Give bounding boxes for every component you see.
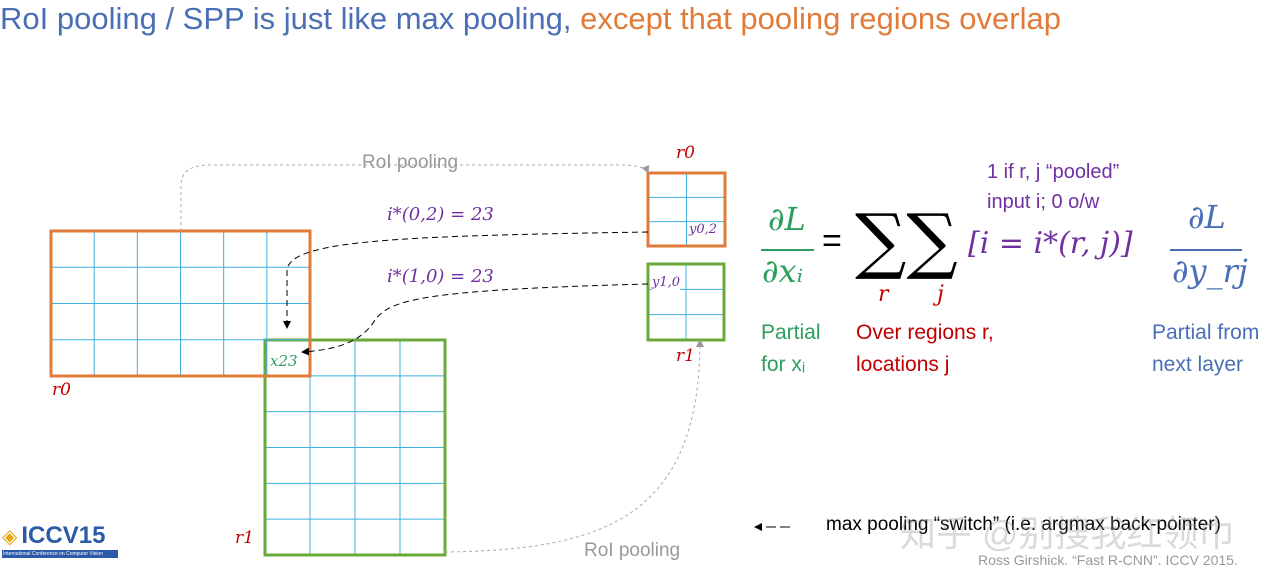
rhs-numerator: ∂L (1188, 198, 1226, 236)
r0-output-label: r0 (676, 143, 695, 163)
output-r0 (646, 171, 727, 248)
partial-x-note: Partial for xᵢ (761, 317, 821, 381)
lhs-denominator: ∂xᵢ (762, 252, 804, 290)
x23-label: x23 (270, 352, 298, 370)
double-sum: ∑∑ (855, 198, 958, 282)
title-part1: RoI pooling / SPP is just like max pooli… (0, 1, 581, 36)
next-line-1: Partial from (1152, 321, 1260, 344)
r0-input-label: r0 (52, 380, 71, 400)
i-star-02-label: i*(0,2) = 23 (387, 204, 494, 225)
roi-pooling-label-bottom: RoI pooling (584, 540, 681, 561)
slide-title: RoI pooling / SPP is just like max pooli… (0, 0, 1100, 38)
switch-arrow-y02 (283, 231, 649, 329)
output-r1-border (646, 262, 726, 342)
partial-x-line-2: for xᵢ (761, 353, 806, 376)
over-line-2: locations j (856, 353, 950, 376)
sum-index-j: j (937, 282, 944, 307)
switch-legend: max pooling “switch” (i.e. argmax back-p… (826, 514, 1221, 535)
y02-label: y0,2 (689, 222, 718, 237)
r1-output-label: r1 (676, 346, 695, 366)
green-region-r1-border (263, 338, 447, 557)
over-regions-note: Over regions r, locations j (856, 317, 994, 381)
r1-input-label: r1 (235, 528, 254, 548)
roi-pooling-arrow-bottom (444, 339, 704, 553)
logo-subtitle: International Conference on Computer Vis… (2, 550, 118, 558)
logo-mark-icon: ◈ (2, 525, 18, 548)
next-line-2: next layer (1152, 353, 1244, 376)
over-line-1: Over regions r, (856, 321, 994, 344)
iccv-logo: ◈ICCV15 International Conference on Comp… (2, 522, 118, 558)
indicator-note: 1 if r, j “pooled” input i; 0 o/w (987, 157, 1119, 217)
partial-x-line-1: Partial (761, 321, 821, 344)
lhs-numerator: ∂L (768, 200, 806, 238)
watermark: 知乎 @别搜我红领巾 (900, 513, 1235, 554)
output-r0-border (646, 171, 727, 248)
roi-pooling-arrow-top (180, 164, 650, 231)
next-layer-note: Partial from next layer (1152, 317, 1259, 381)
title-part2: except that pooling regions overlap (580, 1, 1061, 36)
citation: Ross Girshick. “Fast R-CNN”. ICCV 2015. (978, 552, 1238, 568)
rhs-denominator: ∂y_rj (1172, 252, 1248, 290)
y10-label: y1,0 (652, 275, 681, 290)
i-star-10-label: i*(1,0) = 23 (387, 266, 494, 287)
switch-arrow-y10 (301, 283, 649, 356)
logo-text: ICCV15 (21, 522, 106, 549)
note-line-2: input i; 0 o/w (987, 191, 1100, 213)
sum-index-r: r (878, 282, 889, 307)
indicator: [i = i*(r, j)] (968, 226, 1133, 261)
roi-pooling-label-top: RoI pooling (362, 152, 459, 173)
green-region-r1 (263, 338, 447, 557)
note-line-1: 1 if r, j “pooled” (987, 161, 1120, 183)
equals-sign: = (822, 222, 842, 260)
